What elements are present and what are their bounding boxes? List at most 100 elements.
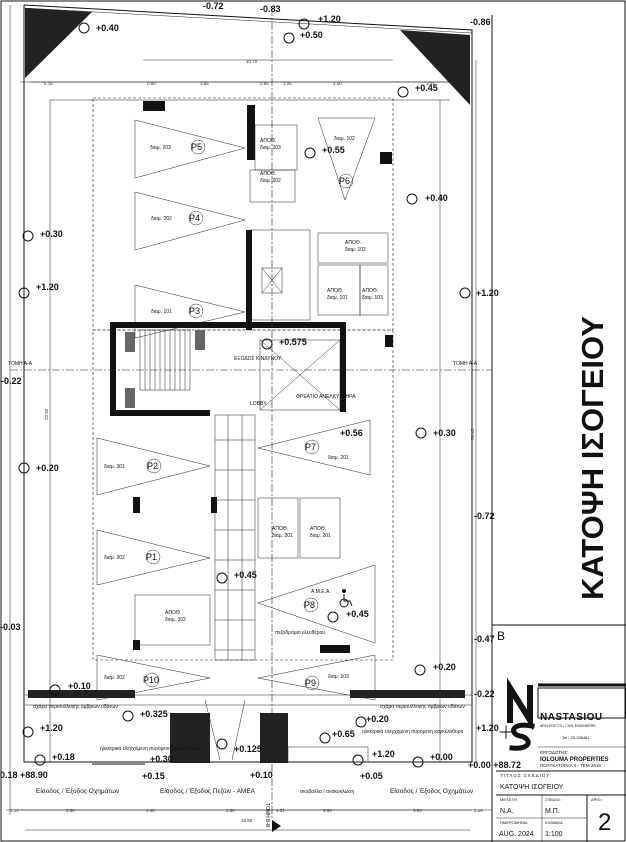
level-label: +0.56 [340,428,363,438]
client-label: ΕΡΓΟΔΟΤΗΣ: [540,750,568,755]
room-label: ΑΠΟΘ. [260,138,276,144]
dimension-label: 10.70 [246,59,258,64]
dimension-label: 0.15 [474,808,483,813]
section-b-marker: B [497,629,505,643]
study-value: Ν.Α. [500,808,514,815]
section-label-bb: ΤΟΜΗ Β-Β [264,803,270,828]
level-label: +0.55 [322,145,345,155]
level-label: +0.45 [415,83,438,93]
level-label: +0.20 [433,662,456,672]
sheet-number: 2 [598,809,611,836]
level-label: +1.20 [372,749,395,759]
level-label: -0.86 [470,17,491,27]
dimension-label: 4.40 [146,808,155,813]
room-label: ΑΠΟΘ. [310,526,326,532]
dimension-label: 0.85 [260,81,269,86]
dimension-label: 5.15 [44,81,53,86]
firm-subtitle: ARCHITECTS | CIVIL ENGINEERS [540,724,596,728]
level-label: +0.40 [96,23,119,33]
firm-phone: Tel.: 25-335481 [562,735,590,740]
level-label: -0.72 [474,511,495,521]
level-label: +1.20 [36,282,59,292]
parking-label: P8 [304,600,315,610]
firm-logo [499,677,535,751]
date-label: ΗΜΕΡΟΜΗΝΙΑ [500,820,528,825]
study-label: ΜΕΛΕΤΗ: [500,797,518,802]
level-label: -0.22 [1,376,22,386]
wheelchair-icon [339,589,353,608]
dimension-label: 31.45 [470,428,475,440]
room-label: διαμ. 103 [328,674,349,680]
level-label: +0.30 [433,428,456,438]
room-label: διαμ. 203 [150,145,171,151]
bin-area-right [260,713,288,763]
level-label: +0.125 [234,744,262,754]
section-label-aa-right: ΤΟΜΗ Α-Α [453,361,478,367]
room-label: διαμ. 302 [104,675,125,681]
note-pedestrian-entry: Είσοδος / Έξοδος Πεζών - ΑΜΕΑ [160,787,256,795]
parking-label: P2 [147,461,158,471]
level-label: +0.20 [366,714,389,724]
room-label: LOBBY [250,401,267,407]
level-label: +0.18 [52,752,75,762]
level-label: +0.30 [150,754,173,764]
dimension-label: 3.60 [323,808,332,813]
level-label: +0.65 [332,729,355,739]
room-label: διαμ. 201 [328,455,349,461]
section-label-aa-left: ΤΟΜΗ Α-Α [8,361,33,367]
level-label: +1.20 [318,14,341,24]
room-label: διαμ. 302 [104,555,125,561]
level-label: +0.20 [36,463,59,473]
note-electric-gate: ηλεκτρικά ελεγχόμενη συρόμενη καγκελόθυρ… [100,745,202,752]
room-label: διαμ. 103 [362,295,383,301]
drawing-title: ΚΑΤΟΨΗ ΙΣΟΓΕΙΟΥ [500,784,564,791]
room-label: ΑΠΟΘ. [362,288,378,294]
room-label: διαμ. 101 [327,295,348,301]
date-value: AUG. 2024 [499,831,534,838]
parking-label: P7 [305,442,316,452]
level-label: -0.03 [0,622,21,632]
parking-label: P3 [189,306,200,316]
drawn-label: ΣΧΕΔΙΟ: [545,797,561,802]
parking-label: P6 [339,176,350,186]
sheet-number-label: ΑΡΙΘ.: [591,797,603,802]
room-label: διαμ. 202 [260,178,281,184]
parking-label: P5 [191,142,202,152]
dimension-label: 0.15 [10,808,19,813]
level-label: +1.20 [476,723,499,733]
room-label: διαμ. 301 [104,464,125,470]
level-label: -0.72 [203,1,224,11]
parking-label: P10 [143,675,159,685]
level-label: +0.15 [142,771,165,781]
client-name: IOLOUMA PROPERTIES [540,757,608,763]
dimension-label: 0.90 [147,81,156,86]
room-label: Α.Μ.Ε.Α. [311,589,331,595]
level-label: +0.45 [234,570,257,580]
note-vehicle-entry: Είσοδος / Έξοδος Οχημάτων [390,787,473,795]
room-label: ΑΠΟΘ. [327,288,343,294]
scale-label: ΚΛΙΜΑΚΑ [545,820,563,825]
room-label: διαμ. 102 [345,247,366,253]
dimension-label: 1.51 [276,808,285,813]
firm-name: NASTASIOU [540,712,603,723]
room-label: ΦΡΕΑΤΙΟ ΑΝΕΛΚΥΣΤΗΡΑ [296,394,356,400]
plot-boundary [23,4,473,763]
level-label: +0.10 [68,681,91,691]
note-rain-grill: σχάρα περισυλλογής όμβριων υδάτων [33,703,118,710]
level-label: -0.83 [260,4,281,14]
parking-label: P9 [305,678,316,688]
drawing-title-label: ΤΙΤΛΟΣ ΣΧΕΔΙΟΥ: [500,773,552,778]
planter-left [25,8,92,78]
level-label: +0.30 [40,229,63,239]
dimension-label: 1.50 [226,808,235,813]
level-label: -0.22 [474,689,495,699]
level-label: +0.50 [300,30,323,40]
title-block: NASTASIOU ARCHITECTS | CIVIL ENGINEERS T… [492,624,626,842]
dimension-label: 3.34 [426,81,435,86]
note-electric-gate: ηλεκτρικά ελεγχόμενη συρόμενη καγκελόθυρ… [362,728,464,735]
planter-right [400,30,470,105]
level-label: -0.47 [474,634,495,644]
room-label: ΕΞΟΔΟΣ ΚΙΝΔΥΝΟΥ [234,356,282,362]
